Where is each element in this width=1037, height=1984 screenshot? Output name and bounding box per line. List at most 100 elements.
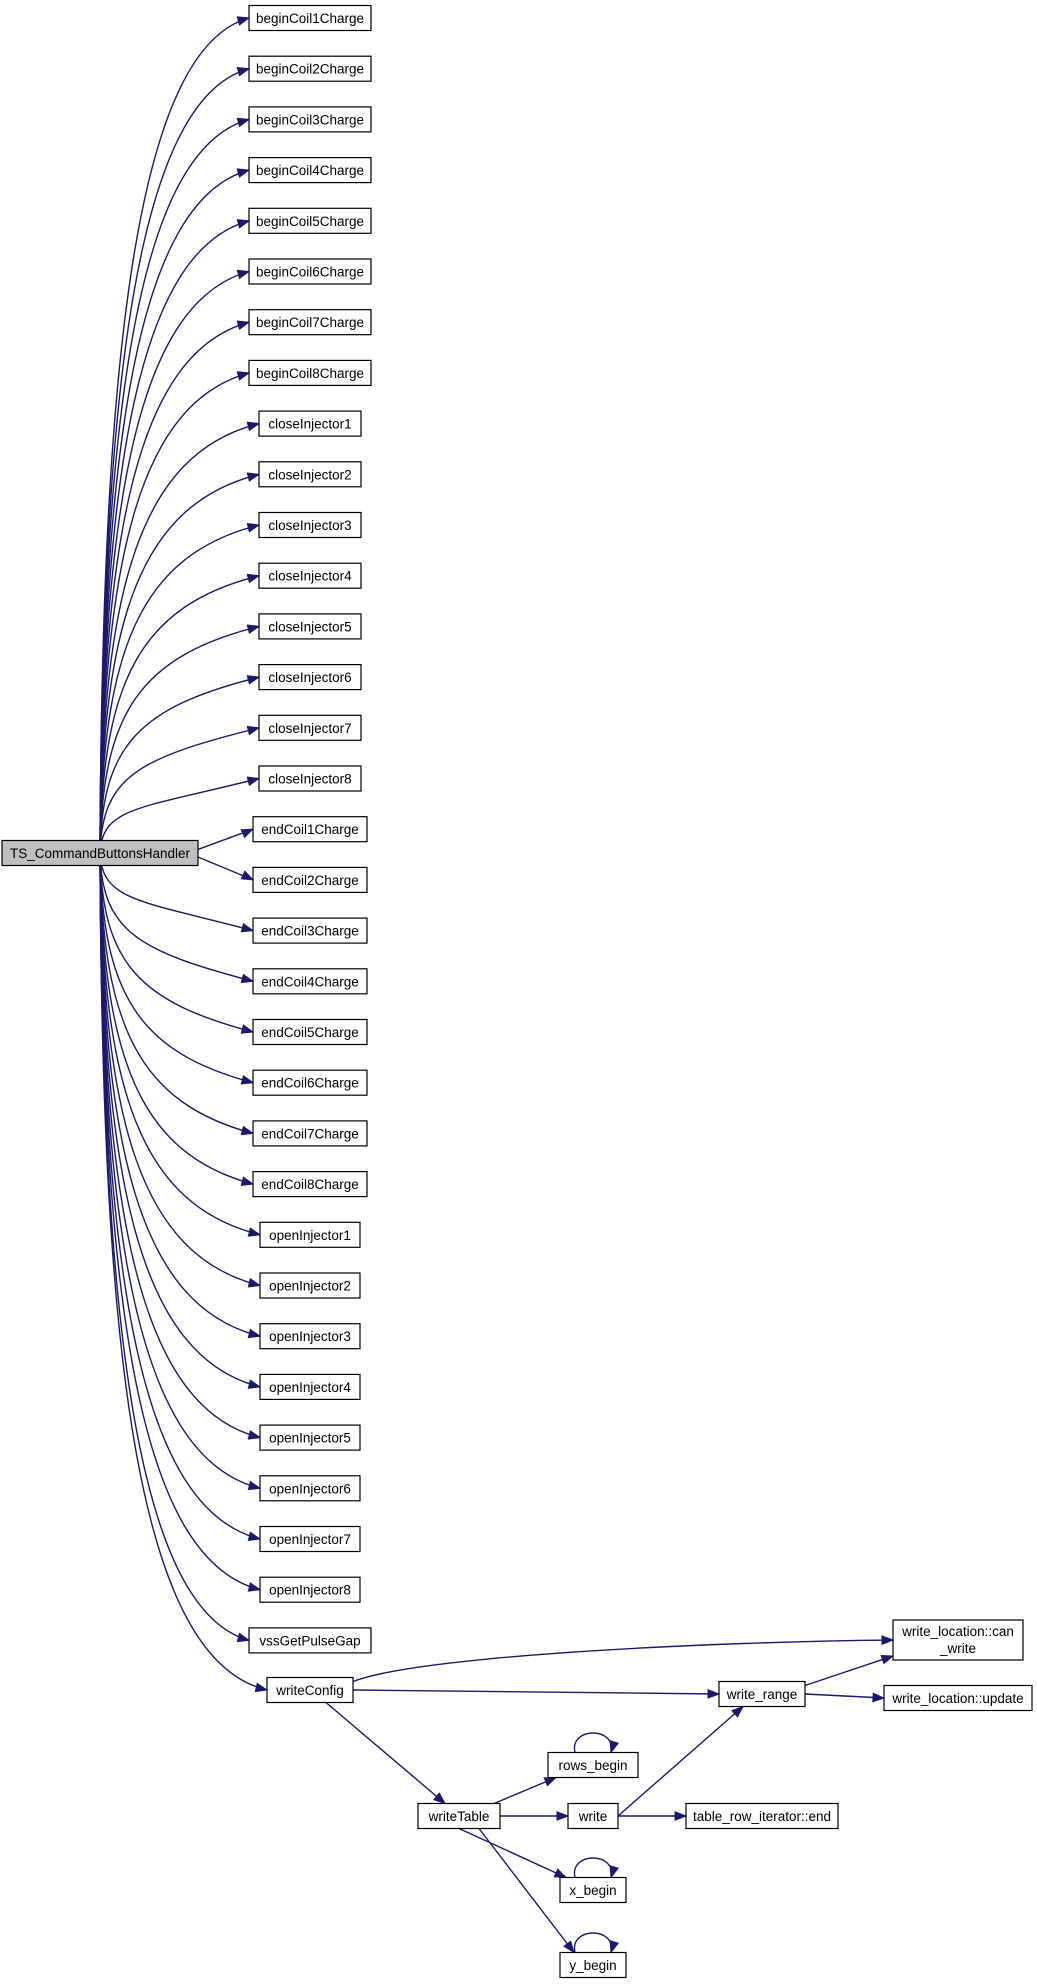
arrowhead	[254, 1682, 269, 1693]
node-box[interactable]	[892, 1619, 1024, 1661]
node-write-location-update[interactable]: write_location::update	[883, 1684, 1033, 1712]
edge-line	[573, 1732, 613, 1753]
node-box[interactable]	[252, 1018, 368, 1046]
node-box[interactable]	[252, 1069, 368, 1096]
node-closeinjector4[interactable]: closeInjector4	[258, 562, 362, 589]
arrowhead	[236, 320, 251, 331]
node-closeinjector1[interactable]: closeInjector1	[258, 410, 362, 437]
node-box[interactable]	[252, 866, 368, 894]
node-begincoil3charge[interactable]: beginCoil3Charge	[248, 106, 372, 133]
node-box[interactable]	[252, 1120, 368, 1147]
node-box[interactable]	[559, 1876, 627, 1904]
node-write[interactable]: write	[567, 1802, 619, 1830]
node-box[interactable]	[258, 663, 362, 691]
node-box[interactable]	[248, 4, 372, 32]
node-closeinjector5[interactable]: closeInjector5	[258, 613, 362, 640]
node-label: closeInjector3	[268, 518, 351, 533]
node-box[interactable]	[259, 1424, 361, 1451]
node-closeinjector8[interactable]: closeInjector8	[258, 765, 362, 792]
arrowhead	[247, 1328, 262, 1339]
node-box[interactable]	[248, 359, 372, 386]
node-begincoil2charge[interactable]: beginCoil2Charge	[248, 55, 372, 82]
node-box[interactable]	[559, 1951, 627, 1979]
node-box[interactable]	[259, 1323, 361, 1350]
node-write-location-can-write[interactable]: write_location::can_write	[892, 1619, 1024, 1661]
node-endcoil6charge[interactable]: endCoil6Charge	[252, 1069, 368, 1096]
node-box[interactable]	[248, 106, 372, 133]
node-box[interactable]	[417, 1802, 501, 1830]
node-box[interactable]	[248, 309, 372, 336]
node-begincoil5charge[interactable]: beginCoil5Charge	[248, 207, 372, 234]
node-box[interactable]	[252, 917, 368, 944]
node-endcoil1charge[interactable]: endCoil1Charge	[252, 816, 368, 843]
node-table-row-iterator-end[interactable]: table_row_iterator::end	[685, 1802, 839, 1830]
node-box[interactable]	[718, 1680, 806, 1708]
node-begincoil1charge[interactable]: beginCoil1Charge	[248, 4, 372, 32]
node-box[interactable]	[259, 1576, 361, 1603]
node-writetable[interactable]: writeTable	[417, 1802, 501, 1830]
arrowhead	[872, 1692, 886, 1703]
node-box[interactable]	[248, 55, 372, 82]
node-y-begin[interactable]: y_begin	[559, 1951, 627, 1979]
node-box[interactable]	[567, 1802, 619, 1830]
node-x-begin[interactable]: x_begin	[559, 1876, 627, 1904]
node-box[interactable]	[252, 968, 368, 995]
edge-writetable-to-y-begin	[478, 1828, 575, 1954]
node-box[interactable]	[883, 1684, 1033, 1712]
node-endcoil8charge[interactable]: endCoil8Charge	[252, 1170, 368, 1198]
node-begincoil8charge[interactable]: beginCoil8Charge	[248, 359, 372, 386]
node-openinjector5[interactable]: openInjector5	[259, 1424, 361, 1451]
node-openinjector6[interactable]: openInjector6	[259, 1475, 361, 1502]
node-box[interactable]	[252, 1170, 368, 1198]
node-vssgetpulsegap[interactable]: vssGetPulseGap	[248, 1627, 372, 1654]
node-openinjector2[interactable]: openInjector2	[259, 1272, 361, 1299]
node-endcoil2charge[interactable]: endCoil2Charge	[252, 866, 368, 894]
node-box[interactable]	[547, 1751, 639, 1779]
node-closeinjector3[interactable]: closeInjector3	[258, 511, 362, 539]
node-box[interactable]	[258, 461, 362, 488]
arrowhead	[240, 1074, 255, 1085]
node-openinjector3[interactable]: openInjector3	[259, 1323, 361, 1350]
node-openinjector7[interactable]: openInjector7	[259, 1525, 361, 1553]
node-openinjector4[interactable]: openInjector4	[259, 1373, 361, 1401]
node-box[interactable]	[258, 714, 362, 741]
node-box[interactable]	[258, 410, 362, 437]
node-box[interactable]	[258, 511, 362, 539]
node-begincoil7charge[interactable]: beginCoil7Charge	[248, 309, 372, 336]
edge-ts-commandbuttonshandler-to-openinjector7	[99, 852, 262, 1541]
node-endcoil3charge[interactable]: endCoil3Charge	[252, 917, 368, 944]
node-begincoil6charge[interactable]: beginCoil6Charge	[248, 258, 372, 285]
node-box[interactable]	[685, 1802, 839, 1830]
node-box[interactable]	[248, 258, 372, 285]
node-box[interactable]	[258, 765, 362, 792]
arrowhead	[433, 1792, 447, 1805]
node-ts-commandbuttonshandler[interactable]: TS_CommandButtonsHandler	[1, 839, 199, 867]
node-box[interactable]	[259, 1373, 361, 1401]
node-openinjector8[interactable]: openInjector8	[259, 1576, 361, 1603]
node-box[interactable]	[266, 1676, 354, 1704]
edge-writetable-to-rows-begin	[493, 1776, 558, 1805]
node-box[interactable]	[258, 613, 362, 640]
node-closeinjector7[interactable]: closeInjector7	[258, 714, 362, 741]
node-box[interactable]	[248, 1627, 372, 1654]
node-box[interactable]	[1, 839, 199, 867]
node-box[interactable]	[259, 1475, 361, 1502]
node-closeinjector2[interactable]: closeInjector2	[258, 461, 362, 488]
node-begincoil4charge[interactable]: beginCoil4Charge	[248, 157, 372, 184]
node-box[interactable]	[259, 1272, 361, 1299]
node-box[interactable]	[252, 816, 368, 843]
node-openinjector1[interactable]: openInjector1	[259, 1221, 361, 1248]
node-writeconfig[interactable]: writeConfig	[266, 1676, 354, 1704]
node-box[interactable]	[259, 1525, 361, 1553]
node-rows-begin[interactable]: rows_begin	[547, 1751, 639, 1779]
node-endcoil7charge[interactable]: endCoil7Charge	[252, 1120, 368, 1147]
node-box[interactable]	[248, 157, 372, 184]
node-label: endCoil6Charge	[261, 1076, 359, 1091]
node-box[interactable]	[258, 562, 362, 589]
node-closeinjector6[interactable]: closeInjector6	[258, 663, 362, 691]
node-endcoil5charge[interactable]: endCoil5Charge	[252, 1018, 368, 1046]
node-box[interactable]	[248, 207, 372, 234]
node-box[interactable]	[259, 1221, 361, 1248]
node-endcoil4charge[interactable]: endCoil4Charge	[252, 968, 368, 995]
node-write-range[interactable]: write_range	[718, 1680, 806, 1708]
